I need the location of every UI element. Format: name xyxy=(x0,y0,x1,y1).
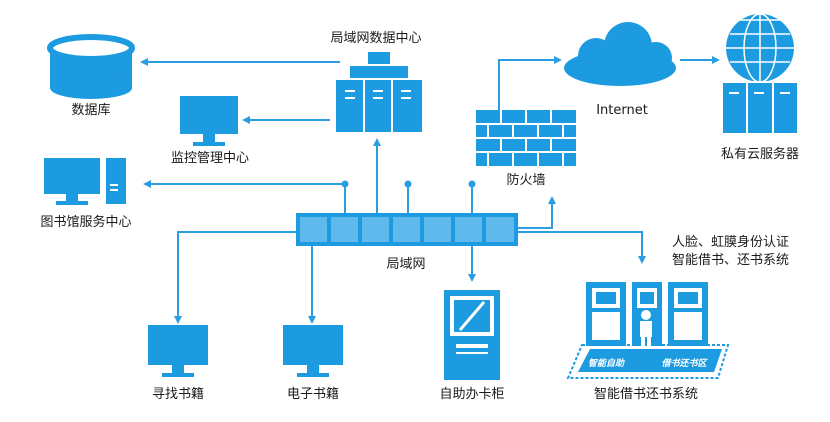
label-ebooks: 电子书籍 xyxy=(287,386,339,402)
junction-dot xyxy=(341,180,349,188)
label-smart-lend-system: 智能借书还书系统 xyxy=(594,387,698,402)
label-auth-line2: 智能借书、还书系统 xyxy=(672,253,789,268)
network-switch-icon xyxy=(296,213,518,246)
label-monitor-center: 监控管理中心 xyxy=(171,151,249,166)
label-lan-datacenter: 局域网数据中心 xyxy=(330,31,421,46)
label-library-service-center: 图书馆服务中心 xyxy=(40,214,131,230)
firewall-icon xyxy=(476,110,576,166)
label-firewall: 防火墙 xyxy=(506,172,545,188)
junction-dot xyxy=(468,180,476,188)
monitor-icon xyxy=(180,96,238,146)
link-firewall-internet xyxy=(498,56,562,110)
link-switch-lend xyxy=(518,231,646,264)
server-stack-icon xyxy=(336,52,422,132)
label-platform-left: 智能自助 xyxy=(588,358,625,369)
label-lan: 局域网 xyxy=(386,257,425,272)
connection-lines xyxy=(140,56,720,324)
monitor-icon xyxy=(44,158,100,205)
junction-dot xyxy=(404,180,412,188)
person-icon xyxy=(640,310,652,347)
monitor-icon xyxy=(148,325,208,377)
globe-server-icon xyxy=(721,13,799,135)
kiosk-icon xyxy=(444,290,500,380)
link-switch-firewall xyxy=(518,196,556,229)
database-icon xyxy=(47,34,135,99)
monitor-icon xyxy=(283,325,343,377)
book-cabinet-icon xyxy=(566,282,730,379)
label-internet: Internet xyxy=(596,103,648,118)
label-search-books: 寻找书籍 xyxy=(152,386,204,402)
desktop-tower-icon xyxy=(106,158,126,204)
link-switch-search xyxy=(174,231,298,324)
label-private-cloud: 私有云服务器 xyxy=(721,146,799,162)
label-platform-right: 借书还书区 xyxy=(661,358,708,369)
label-auth-line1: 人脸、虹膜身份认证 xyxy=(672,234,789,250)
label-database: 数据库 xyxy=(71,102,110,118)
label-self-service-cabinet: 自助办卡柜 xyxy=(439,387,504,402)
cloud-icon xyxy=(564,22,676,86)
